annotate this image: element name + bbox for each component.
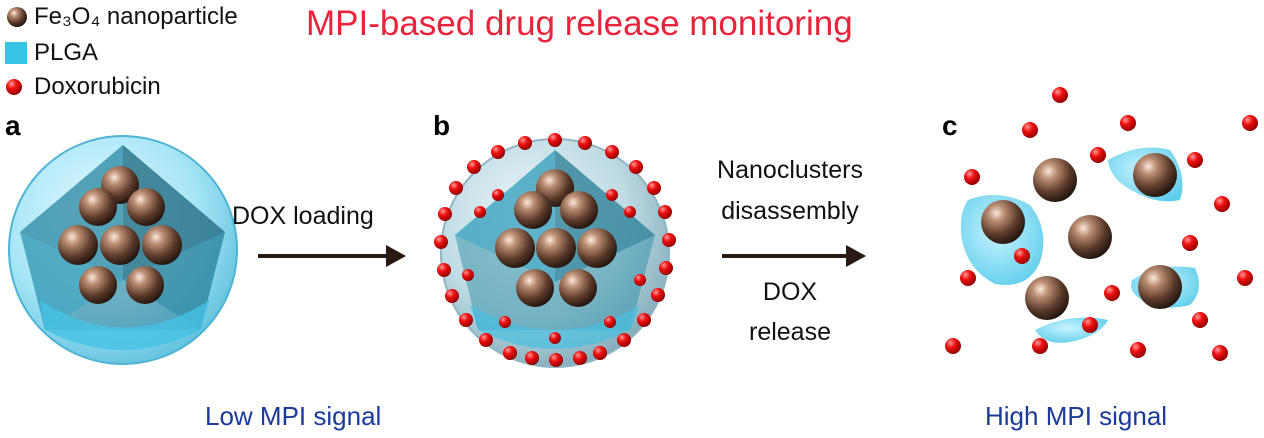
panel-label-b: b: [433, 110, 451, 141]
fe3o4-legend-icon: [7, 7, 27, 27]
disassembly-arrow: [722, 245, 866, 267]
panel-label-a: a: [5, 110, 21, 141]
release-label-line2: release: [749, 318, 831, 346]
legend-fe3o4-label: Fe₃O₄ nanoparticle: [34, 3, 238, 30]
dox-loaded-sphere-b: [434, 133, 676, 368]
legend-plga-label: PLGA: [34, 39, 99, 66]
panel-label-c: c: [942, 110, 958, 141]
low-mpi-signal-label: Low MPI signal: [205, 401, 382, 431]
dox-legend-icon: [6, 79, 22, 95]
loading-arrow: [258, 245, 406, 267]
released-state-c: [945, 87, 1258, 361]
disassembly-label-line2: disassembly: [721, 197, 859, 225]
high-mpi-signal-label: High MPI signal: [985, 401, 1168, 431]
diagram-title: MPI-based drug release monitoring: [306, 4, 853, 43]
dox-loading-label: DOX loading: [232, 202, 374, 230]
disassembly-label-line1: Nanoclusters: [717, 156, 863, 184]
legend-dox-label: Doxorubicin: [34, 73, 161, 100]
nanocluster-sphere-a: [8, 135, 238, 365]
plga-legend-icon: [5, 42, 27, 64]
release-label-line1: DOX: [762, 278, 818, 306]
